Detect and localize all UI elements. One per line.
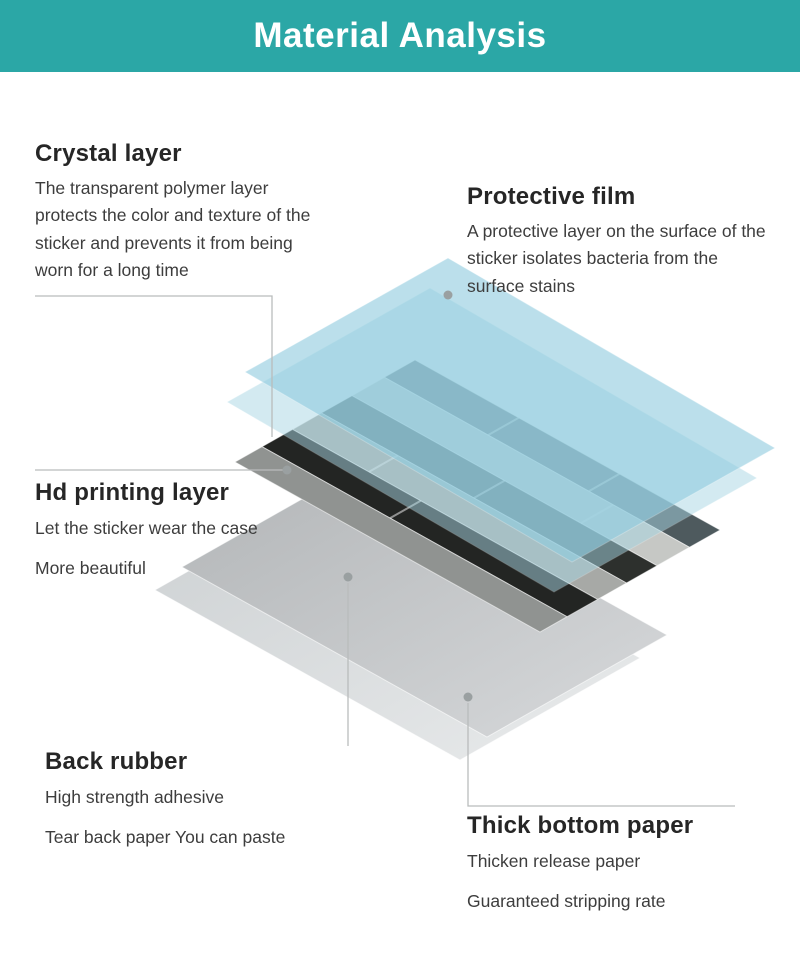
back-rubber-line1: High strength adhesive bbox=[45, 787, 224, 807]
crystal-layer-title: Crystal layer bbox=[35, 140, 182, 167]
page-title: Material Analysis bbox=[253, 16, 547, 55]
bottom-paper-dot-icon bbox=[463, 692, 473, 702]
protective-film-title: Protective film bbox=[467, 183, 636, 210]
back-rubber-line2: Tear back paper You can paste bbox=[45, 826, 286, 847]
tile-strip bbox=[233, 446, 569, 633]
hd-printing-layer-line1: Let the sticker wear the case bbox=[35, 518, 258, 538]
header-bar: Material Analysis bbox=[0, 0, 800, 72]
crystal-layer-description: The transparent polymer layer protects t… bbox=[35, 178, 311, 280]
thick-bottom-paper-line2: Guaranteed stripping rate bbox=[467, 890, 666, 911]
thick-bottom-paper-title: Thick bottom paper bbox=[467, 812, 694, 839]
hd-printing-layer-label: Hd printing layer Let the sticker wear t… bbox=[35, 479, 335, 580]
bottom-paper-leader-line bbox=[467, 703, 735, 807]
crystal-layer-label: Crystal layer The transparent polymer la… bbox=[35, 140, 335, 284]
thick-bottom-paper-line1: Thicken release paper bbox=[467, 851, 641, 871]
hd-printing-layer-line2: More beautiful bbox=[35, 557, 146, 578]
back-rubber-title: Back rubber bbox=[45, 748, 188, 775]
protective-film-label: Protective film A protective layer on th… bbox=[467, 183, 772, 300]
protective-film-dot-icon bbox=[443, 290, 453, 300]
hd-printing-dot-icon bbox=[282, 465, 292, 475]
hd-printing-layer-title: Hd printing layer bbox=[35, 479, 230, 506]
back-rubber-label: Back rubber High strength adhesive Tear … bbox=[45, 748, 375, 849]
back-rubber-dot-icon bbox=[343, 572, 353, 582]
protective-film-description: A protective layer on the surface of the… bbox=[467, 221, 766, 296]
crystal-leader-line bbox=[35, 295, 273, 437]
thick-bottom-paper-label: Thick bottom paper Thicken release paper… bbox=[467, 812, 797, 913]
protective-film-sheet bbox=[243, 257, 777, 563]
